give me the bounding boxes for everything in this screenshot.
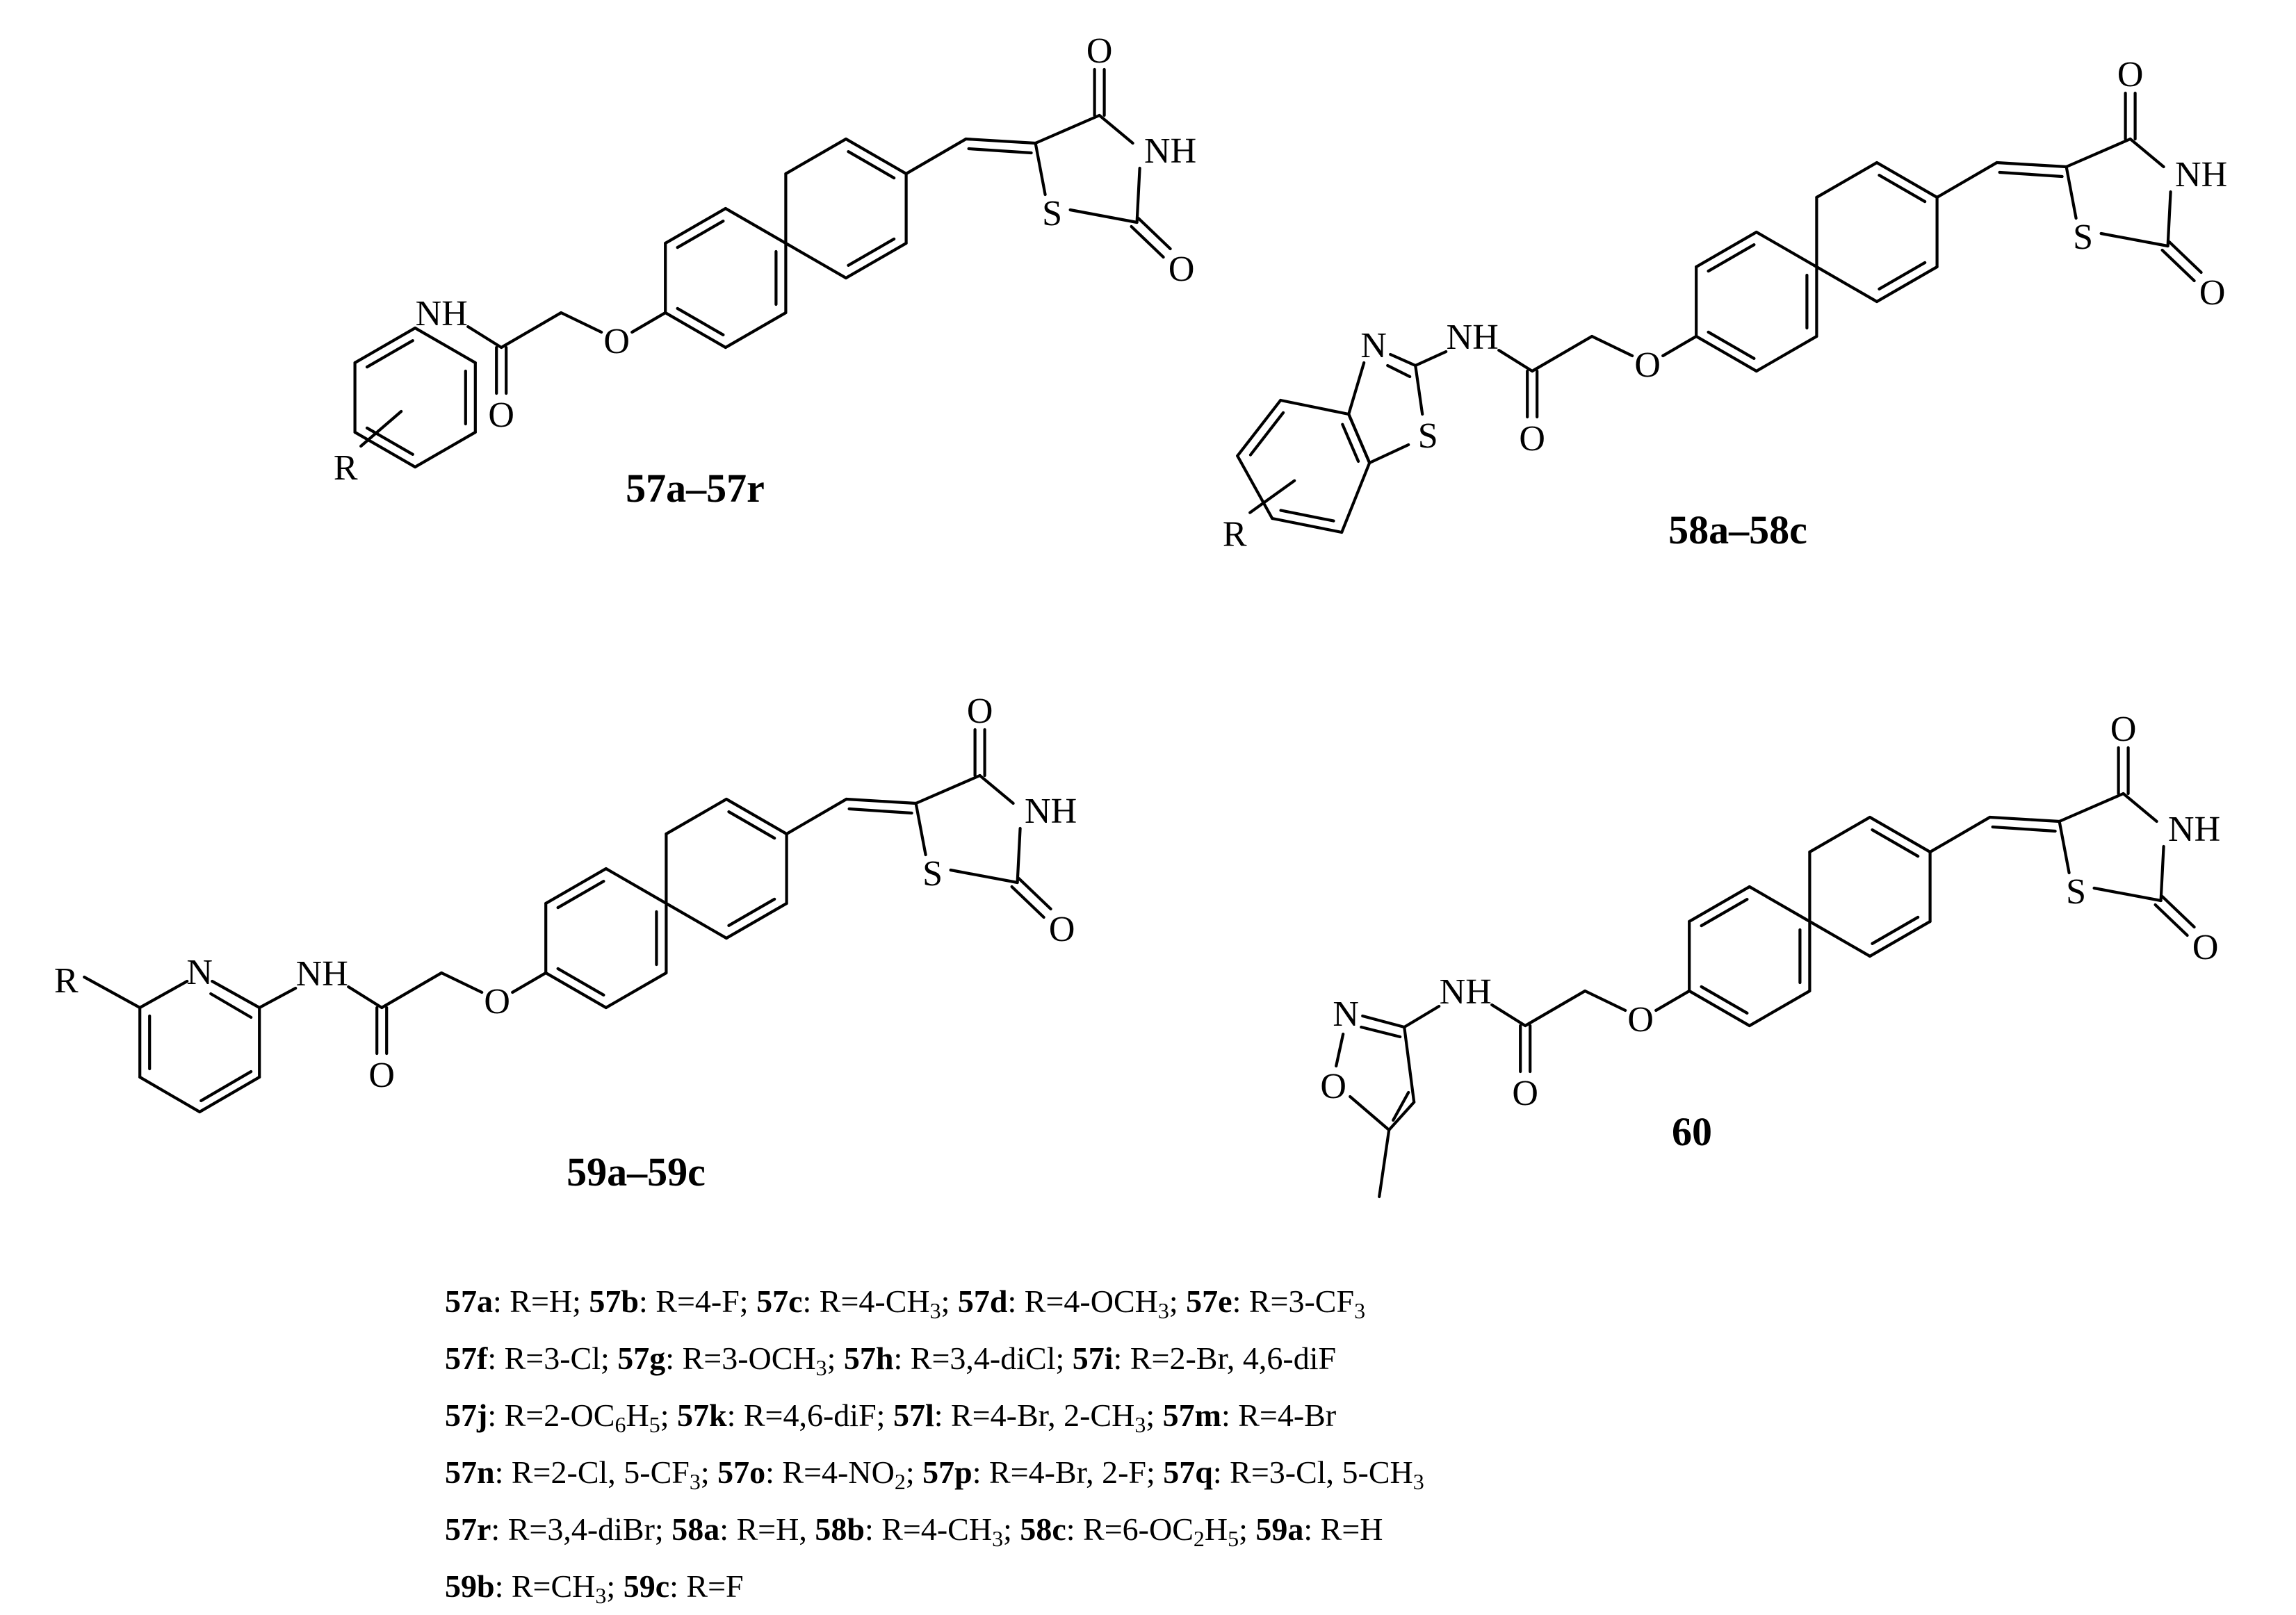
- s59-n-atom: N: [186, 953, 213, 992]
- legend-compound-id: 58b: [815, 1511, 865, 1547]
- legend-compound-id: 57b: [589, 1284, 639, 1319]
- s57-nh-atom: NH: [1144, 131, 1196, 171]
- label-57: 57a–57r: [626, 466, 765, 511]
- s57-s-atom: S: [1042, 194, 1062, 233]
- structure-57: NH S O O O O NH R: [334, 31, 1196, 488]
- s59-ether-o-atom: O: [484, 982, 510, 1022]
- s60-o-atom-c4: O: [2110, 710, 2137, 749]
- legend-compound-id: 57m: [1162, 1397, 1221, 1433]
- legend-line-2: 57f: R=3-Cl; 57g: R=3-OCH3; 57h: R=3,4-d…: [445, 1341, 1337, 1380]
- s58-s-atom: S: [1418, 416, 1438, 456]
- legend-compound-id: 57c: [756, 1284, 803, 1319]
- legend-line-3: 57j: R=2-OC6H5; 57k: R=4,6-diF; 57l: R=4…: [445, 1397, 1337, 1437]
- legend-compound-id: 57j: [445, 1397, 488, 1433]
- s57-ether-o-atom: O: [603, 322, 630, 361]
- label-60: 60: [1672, 1109, 1712, 1154]
- label-58: 58a–58c: [1668, 507, 1807, 552]
- s59-o-atom-c4: O: [967, 691, 993, 731]
- s60-o-atom-c2: O: [2192, 928, 2219, 967]
- s58-o-atom-c4: O: [2117, 55, 2144, 95]
- legend-compound-id: 57r: [445, 1511, 491, 1547]
- legend-compound-id: 59c: [623, 1568, 670, 1604]
- s60-amide-o-atom: O: [1512, 1074, 1538, 1113]
- legend-compound-id: 57f: [445, 1341, 488, 1376]
- s59-amide-o-atom: O: [368, 1056, 395, 1095]
- s59-nh-atom: NH: [1025, 792, 1077, 831]
- legend-compound-id: 57k: [676, 1397, 727, 1433]
- legend-line-1: 57a: R=H; 57b: R=4-F; 57c: R=4-CH3; 57d:…: [445, 1284, 1366, 1323]
- label-60-text: 60: [1672, 1109, 1712, 1154]
- label-59-text: 59a–59c: [567, 1149, 706, 1195]
- s57-o-atom-c2: O: [1169, 249, 1195, 289]
- s58-s-atom: S: [2073, 218, 2093, 257]
- legend-compound-id: 59a: [1255, 1511, 1304, 1547]
- legend-compound-id: 57a: [445, 1284, 493, 1319]
- legend-compound-id: 57g: [617, 1341, 666, 1376]
- legend-compound-id: 57l: [893, 1397, 934, 1433]
- structure-59: NH S O O O O NH N R: [54, 691, 1077, 1114]
- s57-amide-nh-atom: NH: [416, 294, 468, 334]
- s57-r-atom: R: [334, 448, 358, 488]
- legend-compound-id: 57o: [717, 1454, 766, 1490]
- legend-compound-id: 59b: [445, 1568, 495, 1604]
- legend-compound-id: 57q: [1163, 1454, 1213, 1490]
- s57-o-atom-c4: O: [1086, 31, 1113, 71]
- legend-line-5: 57r: R=3,4-diBr; 58a: R=H, 58b: R=4-CH3;…: [445, 1511, 1383, 1551]
- s58-amide-o-atom: O: [1519, 419, 1545, 459]
- s59-o-atom-c2: O: [1049, 910, 1075, 949]
- s57-amide-o-atom: O: [488, 395, 514, 435]
- label-59: 59a–59c: [567, 1149, 706, 1195]
- s58-r-atom: R: [1223, 515, 1247, 555]
- s60-n-atom: N: [1333, 994, 1359, 1034]
- legend-compound-id: 58c: [1020, 1511, 1066, 1547]
- s58-nh-atom: NH: [2175, 155, 2227, 195]
- legend-line-6: 59b: R=CH3; 59c: R=F: [445, 1568, 744, 1608]
- s60-ether-o-atom: O: [1627, 1000, 1654, 1040]
- legend-compound-id: 57e: [1186, 1284, 1232, 1319]
- s59-r-atom: R: [54, 961, 79, 1001]
- s58-o-atom-c2: O: [2199, 273, 2226, 313]
- structure-58: NH S O O O O NH N S R: [1223, 55, 2227, 555]
- legend-compound-id: 57n: [445, 1454, 495, 1490]
- s58-ether-o-atom: O: [1634, 345, 1661, 385]
- s60-s-atom: S: [2066, 872, 2086, 912]
- s60-o-atom: O: [1320, 1067, 1346, 1106]
- legend-compound-id: 57h: [843, 1341, 894, 1376]
- legend-compound-id: 58a: [671, 1511, 720, 1547]
- s60-nh-atom: NH: [2168, 810, 2220, 849]
- s59-s-atom: S: [922, 854, 943, 894]
- label-58-text: 58a–58c: [1668, 507, 1807, 552]
- s58-amide-nh-atom: NH: [1447, 318, 1499, 357]
- legend-compound-id: 57d: [957, 1284, 1008, 1319]
- s59-amide-nh-atom: NH: [296, 954, 348, 994]
- legend-compound-id: 57p: [922, 1454, 972, 1490]
- legend-compound-id: 57i: [1072, 1341, 1114, 1376]
- legend-line-4: 57n: R=2-Cl, 5-CF3; 57o: R=4-NO2; 57p: R…: [445, 1454, 1424, 1494]
- substituent-legend: 57a: R=H; 57b: R=4-F; 57c: R=4-CH3; 57d:…: [445, 1273, 1424, 1615]
- s60-amide-nh-atom: NH: [1440, 972, 1492, 1012]
- s58-n-atom: N: [1360, 326, 1387, 366]
- label-57-text: 57a–57r: [626, 466, 765, 511]
